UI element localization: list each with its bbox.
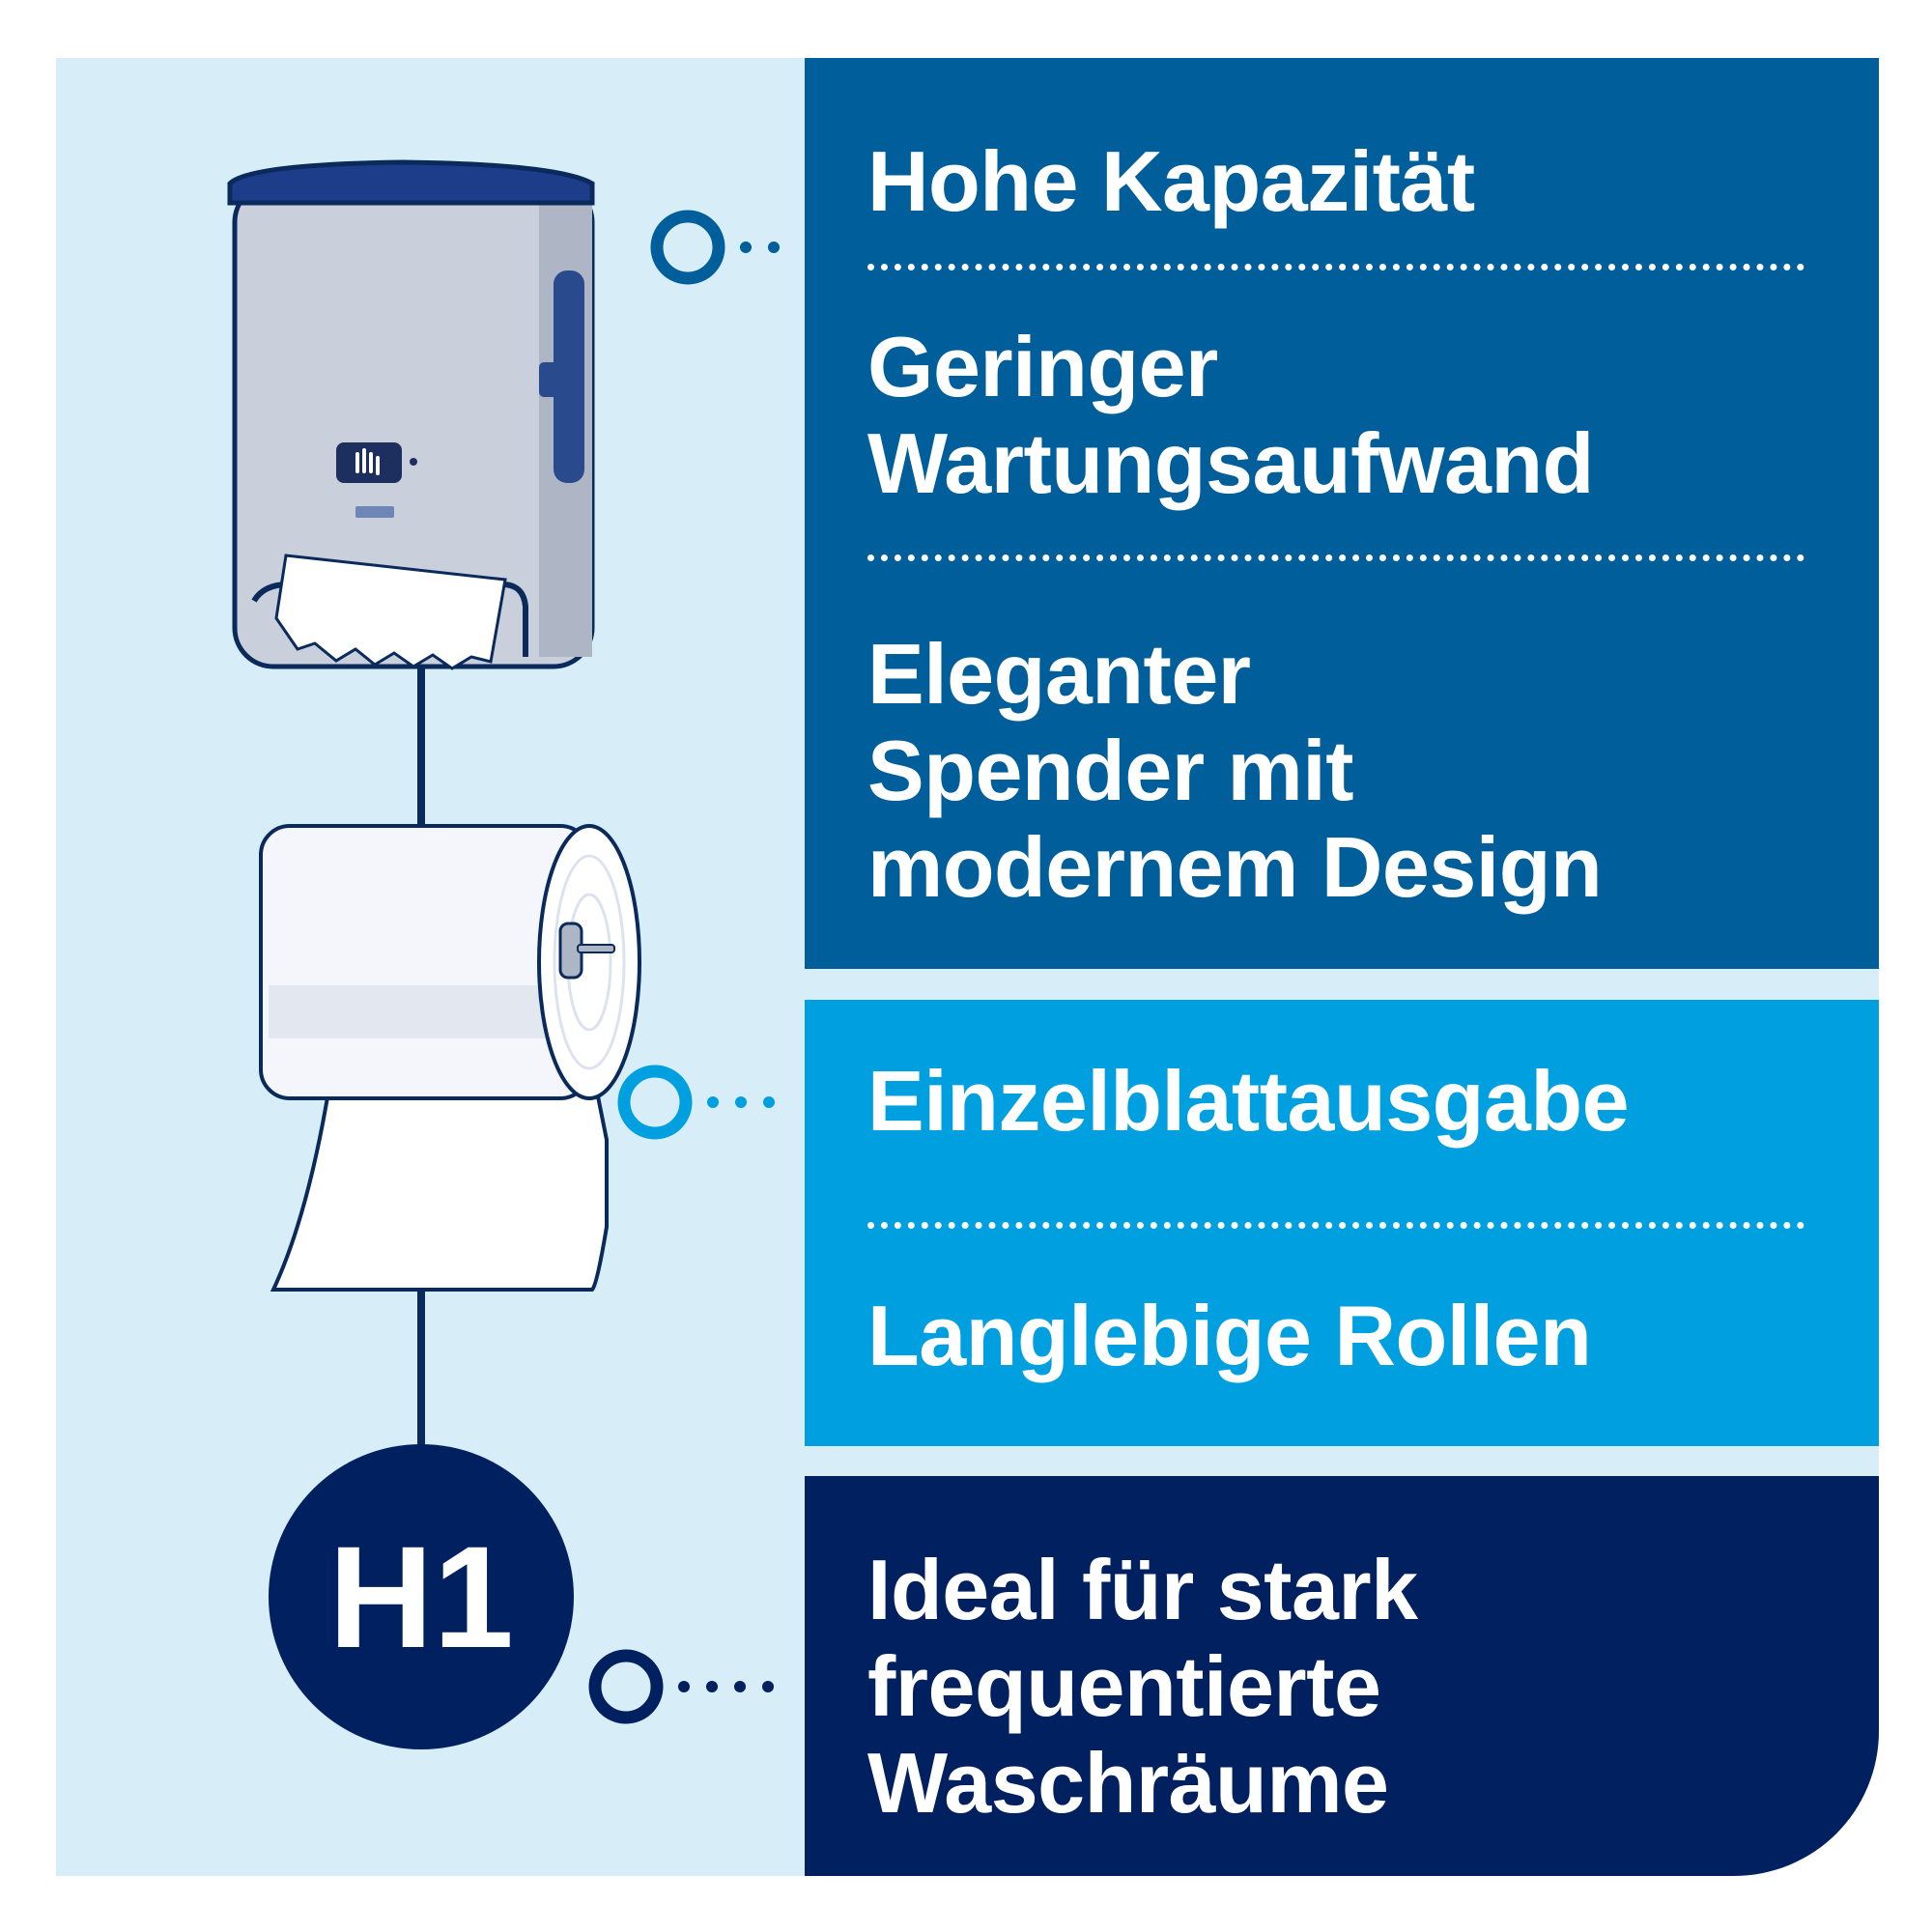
dotted-divider bbox=[867, 554, 1804, 561]
h1-badge bbox=[269, 1444, 574, 1749]
h1-badge-label: H1 bbox=[328, 1516, 514, 1678]
feature-panel-bottom: Ideal für stark frequentierte Waschräume bbox=[805, 1476, 1879, 1876]
feature-eleganter-spender: Eleganter Spender mit modernem Design bbox=[867, 626, 1603, 915]
feature-geringer-wartungsaufwand: Geringer Wartungsaufwand bbox=[867, 319, 1594, 511]
product-illustration bbox=[227, 159, 780, 1749]
feature-panel-middle: Einzelblattausgabe Langlebige Rollen bbox=[805, 1000, 1879, 1446]
feature-langlebige-rollen: Langlebige Rollen bbox=[867, 1288, 1592, 1383]
feature-panel-top: Hohe Kapazität Geringer Wartungsaufwand … bbox=[805, 58, 1879, 969]
towel-dispenser bbox=[227, 159, 595, 670]
dotted-divider bbox=[867, 264, 1804, 270]
paper-towel bbox=[274, 554, 507, 670]
infographic-frame: H1 Hohe Kapazität Geringer Wartungsaufwa… bbox=[56, 58, 1879, 1876]
paper-roll bbox=[259, 824, 641, 1292]
feature-ideal-waschraeume: Ideal für stark frequentierte Waschräume bbox=[867, 1542, 1418, 1831]
feature-einzelblattausgabe: Einzelblattausgabe bbox=[867, 1053, 1630, 1149]
feature-hohe-kapazitaet: Hohe Kapazität bbox=[867, 133, 1475, 229]
brand-logo bbox=[355, 506, 394, 518]
dotted-divider bbox=[867, 1222, 1804, 1229]
marker-top bbox=[650, 210, 780, 285]
marker-bottom bbox=[588, 1649, 774, 1724]
marker-middle bbox=[617, 1065, 775, 1140]
